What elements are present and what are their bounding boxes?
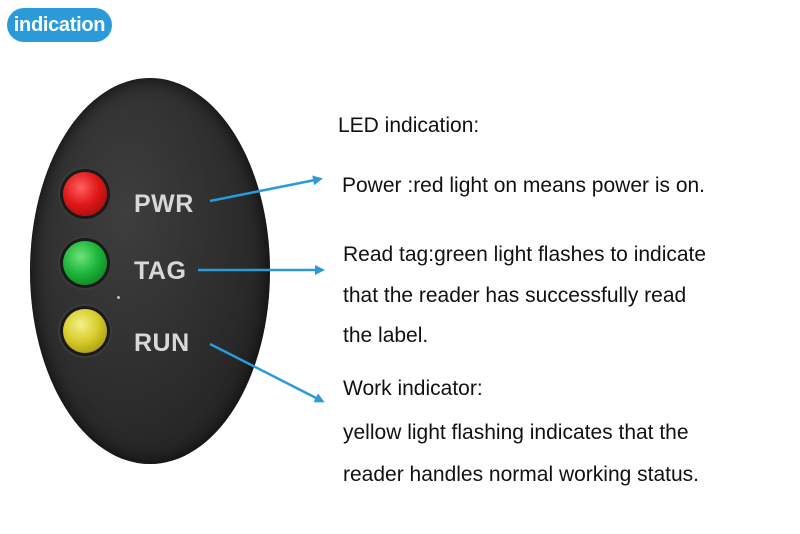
led-indication-heading: LED indication:	[338, 114, 480, 137]
indication-badge: indication	[7, 8, 112, 42]
work-line-1: yellow light flashing indicates that the	[343, 421, 689, 444]
power-description: Power :red light on means power is on.	[342, 174, 706, 197]
read-tag-line-2: that the reader has successfully read	[343, 284, 687, 307]
work-line-2: reader handles normal working status.	[343, 463, 700, 486]
tag-label: TAG	[134, 257, 187, 285]
pwr-label: PWR	[134, 190, 194, 218]
tag-led	[63, 241, 107, 285]
arrow-run-icon	[209, 342, 325, 403]
run-label: RUN	[134, 329, 190, 357]
run-led	[63, 309, 107, 353]
read-tag-line-3: the label.	[343, 324, 429, 347]
power-led	[63, 172, 107, 216]
panel-dot	[117, 296, 120, 299]
read-tag-line-1: Read tag:green light flashes to indicate	[343, 243, 707, 266]
arrow-pwr-icon	[209, 175, 323, 203]
work-indicator-title: Work indicator:	[343, 377, 483, 400]
